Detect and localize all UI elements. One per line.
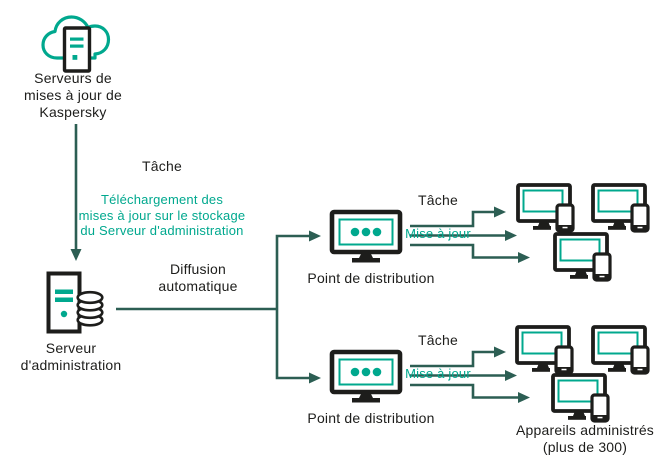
server-tower-shape bbox=[46, 271, 82, 334]
dp2-task-title: Tâche bbox=[418, 332, 458, 348]
dp2-task-annotation: Tâche Mise à jour bbox=[379, 314, 497, 400]
update-servers-label: Serveurs de mises à jour de Kaspersky bbox=[24, 70, 122, 120]
arrow-to-distribution-point-2 bbox=[275, 309, 321, 384]
desktop-with-phone-icon bbox=[591, 325, 650, 375]
server-database-icon bbox=[46, 271, 104, 334]
arrow-dp1-to-device-3 bbox=[410, 243, 530, 263]
dp2-task-body: Mise à jour bbox=[405, 366, 471, 381]
managed-devices-label: Appareils administrés (plus de 300) bbox=[515, 422, 655, 455]
desktop-with-phone-icon bbox=[551, 373, 610, 423]
database-disks-shape bbox=[76, 290, 104, 327]
download-task-title: Tâche bbox=[142, 158, 182, 174]
dp1-task-annotation: Tâche Mise à jour bbox=[379, 174, 497, 260]
admin-server-label: Serveur d'administration bbox=[20, 340, 122, 373]
server-tower-shape bbox=[62, 26, 92, 73]
download-task-annotation: Tâche Téléchargement des mises à jour su… bbox=[72, 140, 252, 257]
cloud-server-icon bbox=[41, 15, 111, 73]
desktop-with-phone-icon bbox=[591, 183, 650, 233]
desktop-with-phone-icon bbox=[516, 183, 575, 233]
monitor-dots-icon bbox=[329, 209, 403, 263]
diffusion-label: Diffusion automatique bbox=[158, 261, 238, 294]
monitor-dots-icon bbox=[329, 349, 403, 403]
distribution-point-2-label: Point de distribution bbox=[307, 410, 435, 426]
arrow-dp2-to-device-3 bbox=[410, 383, 530, 403]
arrow-dp1-to-device-1 bbox=[410, 206, 506, 228]
download-task-body: Téléchargement des mises à jour sur le s… bbox=[78, 192, 246, 238]
desktop-with-phone-icon bbox=[553, 232, 612, 282]
dp1-task-body: Mise à jour bbox=[405, 226, 471, 241]
arrow-dp2-to-device-1 bbox=[410, 346, 506, 368]
dp1-task-title: Tâche bbox=[418, 192, 458, 208]
distribution-point-1-label: Point de distribution bbox=[307, 270, 435, 286]
desktop-with-phone-icon bbox=[515, 325, 574, 375]
arrow-to-distribution-point-1 bbox=[275, 230, 321, 309]
